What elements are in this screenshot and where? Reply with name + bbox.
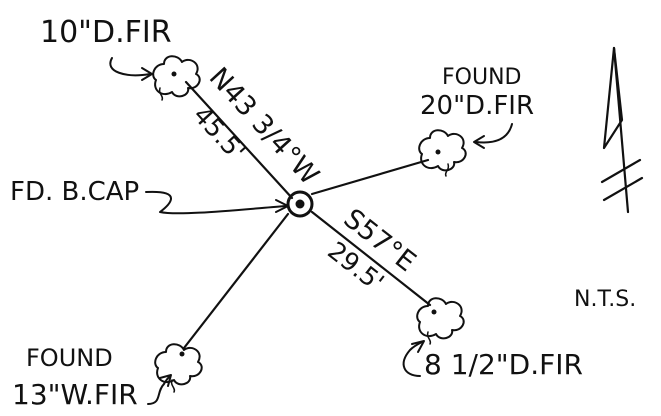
scale-note: N.T.S. [574, 287, 636, 312]
tree-stump-icon [152, 55, 201, 101]
leader-arrow-se [402, 340, 425, 377]
monument-label: FD. B.CAP [10, 177, 139, 207]
tree-stump-icon [416, 297, 465, 345]
tree-stump-icon [418, 129, 467, 177]
leader-arrow-sw [147, 374, 172, 405]
tie-line-ne [310, 158, 430, 196]
tree-label-se: 8 1/2"D.FIR [424, 348, 583, 381]
monument-icon [286, 190, 314, 218]
tie-line-nw [184, 80, 294, 200]
tree-label-sw-line1: FOUND [26, 344, 113, 372]
tie-line-sw [182, 212, 290, 350]
leader-arrow-nw [109, 57, 153, 81]
tree-stump-icon [154, 343, 203, 393]
tree-label-nw: 10"D.FIR [40, 15, 172, 50]
tie-line-se [310, 210, 432, 307]
tree-label-ne-line2: 20"D.FIR [420, 91, 534, 121]
tree-label-sw-line2: 13"W.FIR [12, 378, 138, 411]
tree-label-ne-line1: FOUND [442, 65, 521, 90]
leader-arrow-ne [473, 123, 513, 149]
north-arrow-icon [600, 46, 644, 214]
leader-arrow-center [145, 190, 289, 215]
